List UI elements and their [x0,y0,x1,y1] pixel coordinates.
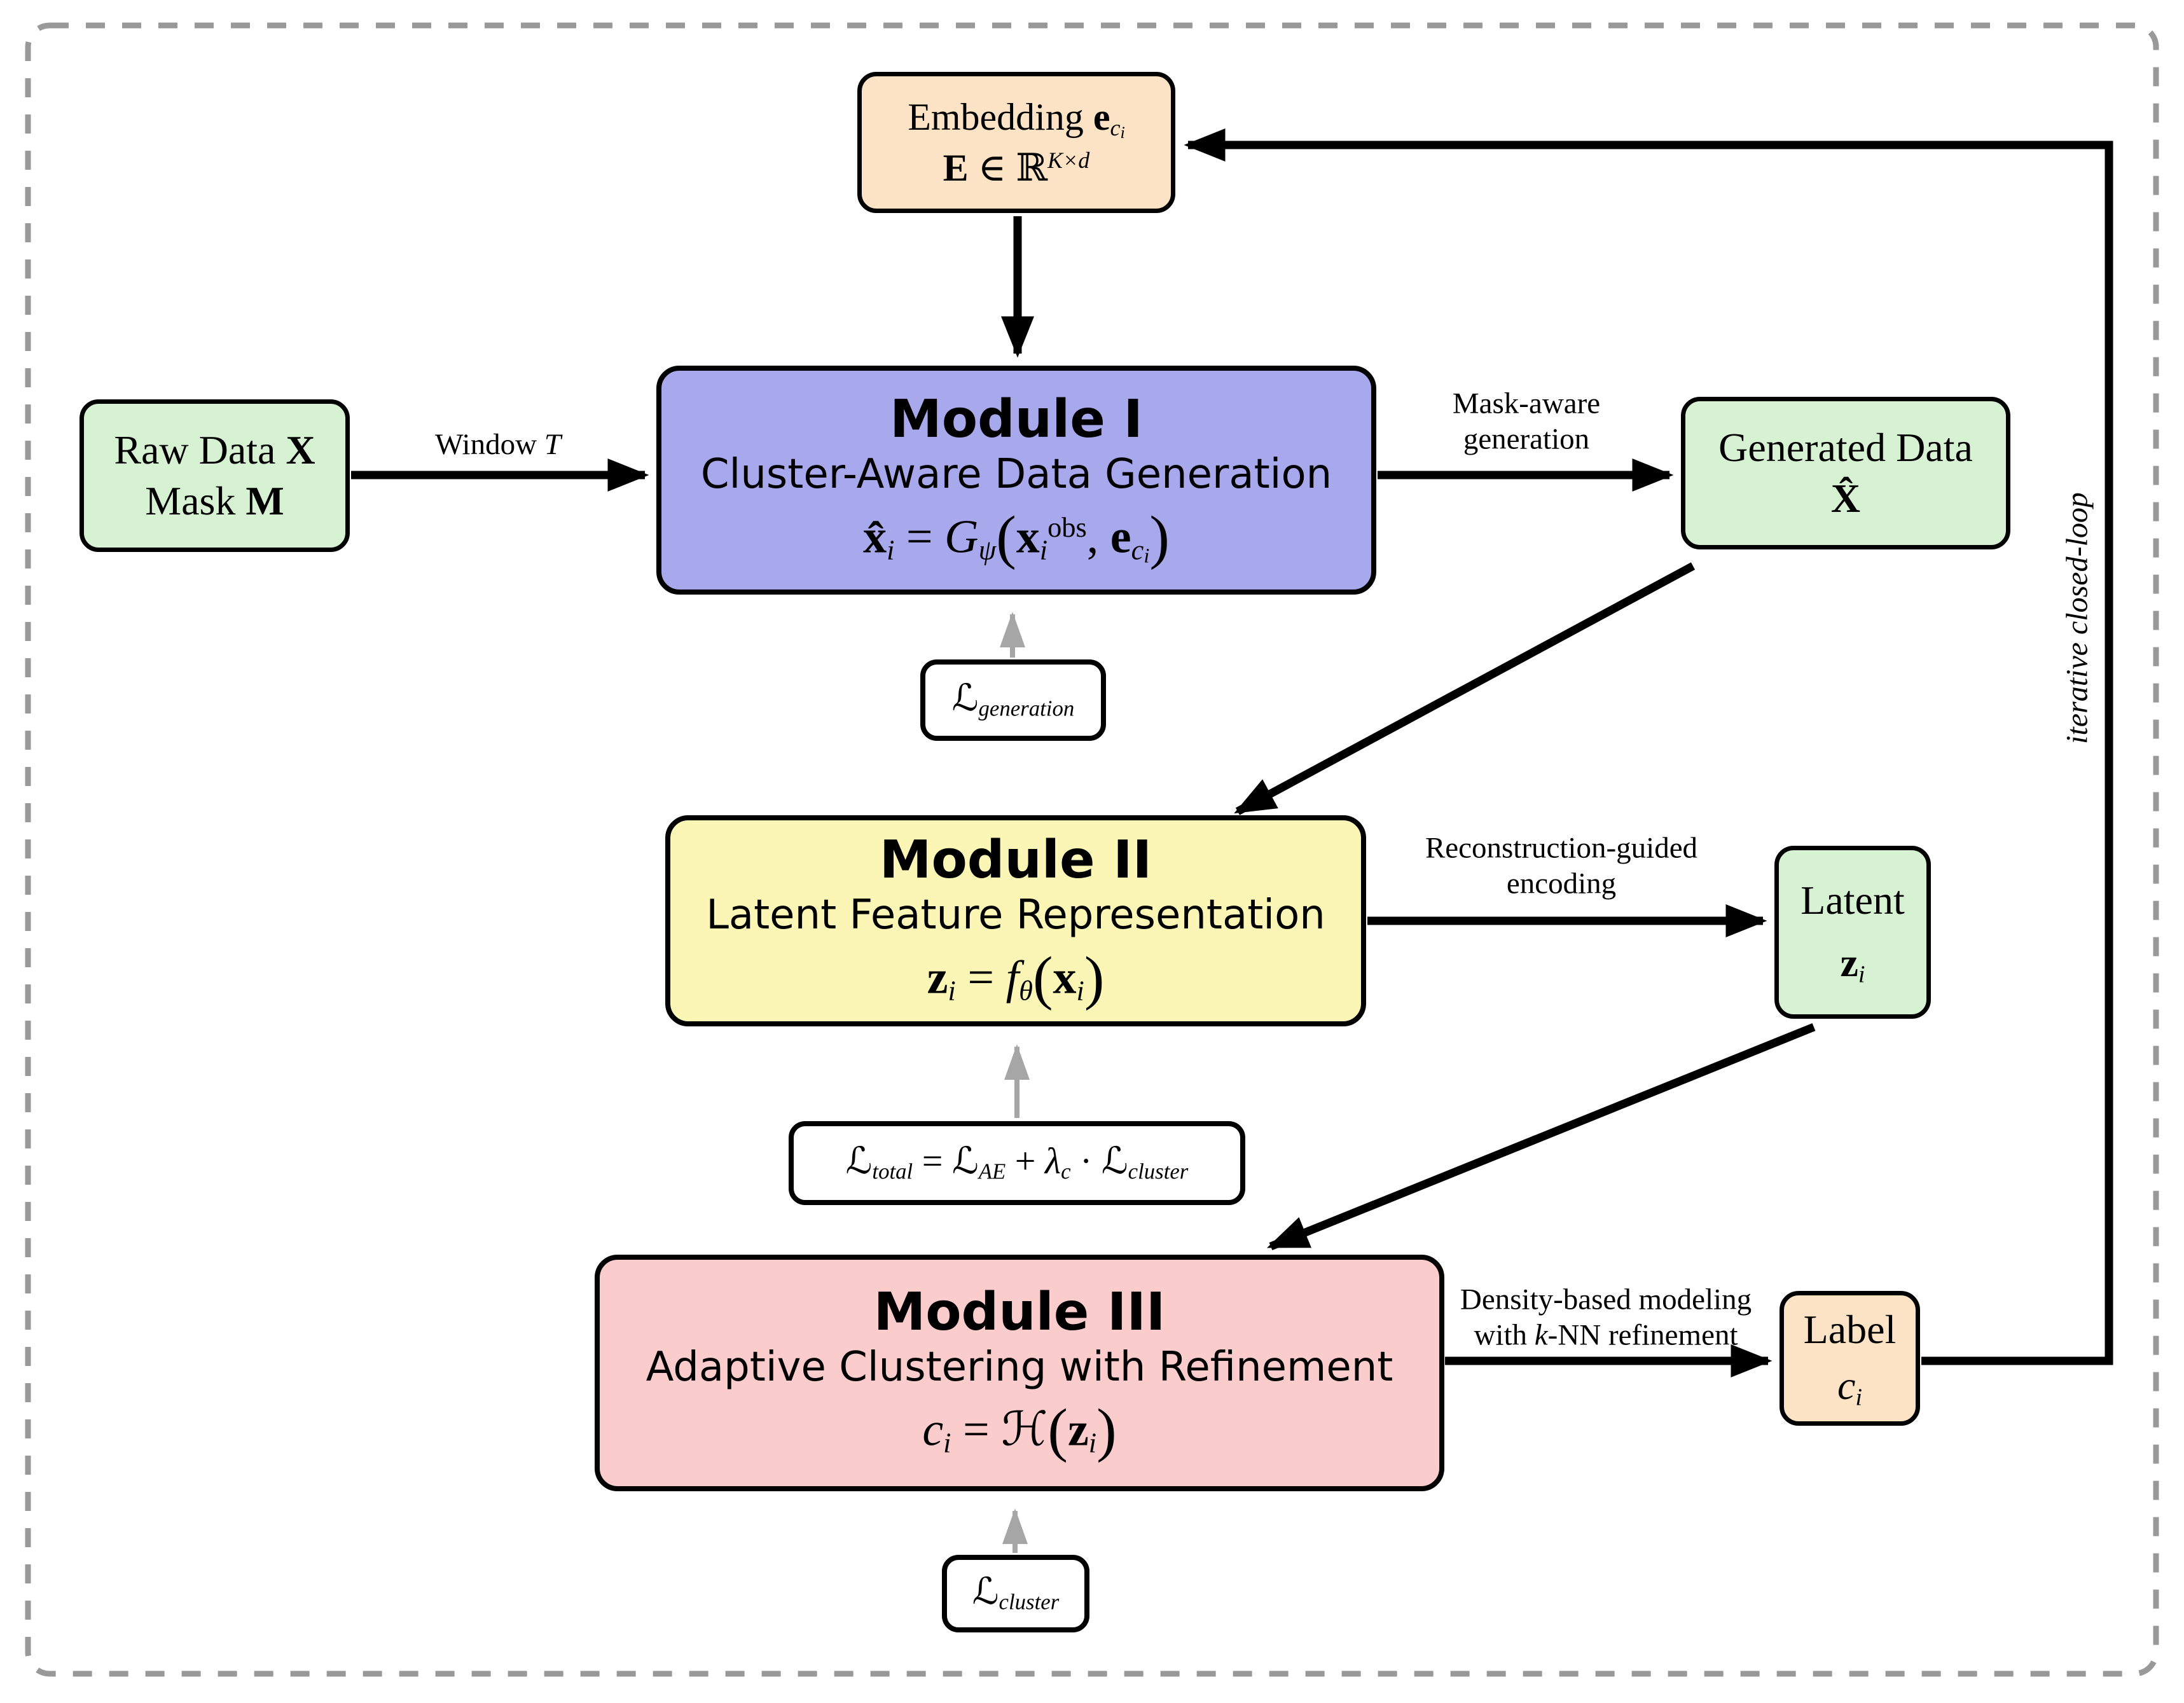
latent-box: Latent zi [1774,846,1931,1019]
arrow-generated-to-module2 [1234,562,1696,815]
latent-line2: zi [1840,939,1865,988]
module1-subtitle: Cluster-Aware Data Generation [700,451,1332,499]
edge-label-iterative-closed-loop: iterative closed-loop [2060,492,2094,744]
edge-label-mask-aware-line1: Mask-aware [1452,387,1601,420]
module3-formula: ci = ℋ(zi) [922,1397,1117,1464]
edge-label-reconstruction-line2: encoding [1506,867,1617,900]
generated-data-box: Generated Data X̂ [1681,397,2010,549]
loss-generation-box: ℒgeneration [920,659,1106,741]
label-box: Label ci [1780,1291,1920,1426]
edge-label-reconstruction-line1: Reconstruction-guided [1425,831,1698,865]
arrow-feedback-loop [1184,128,2113,1365]
generated-data-line2: X̂ [1830,476,1861,521]
module1-box: Module I Cluster-Aware Data Generation x… [656,366,1376,595]
raw-data-line2: Mask M [145,478,284,523]
edge-label-reconstruction: Reconstruction-guided encoding [1425,831,1697,902]
module2-box: Module II Latent Feature Representation … [665,815,1366,1026]
raw-data-box: Raw Data X Mask M [79,399,350,552]
edge-label-density: Density-based modeling with k-NN refinem… [1460,1282,1752,1354]
module1-formula: x̂i = Gψ(xiobs, eci) [863,504,1170,571]
module2-title: Module II [879,830,1152,890]
module2-subtitle: Latent Feature Representation [706,892,1325,939]
latent-line1: Latent [1800,877,1905,923]
edge-label-mask-aware: Mask-aware generation [1453,386,1600,458]
generated-data-line1: Generated Data [1718,425,1973,470]
embedding-line1: Embedding eci [908,95,1125,142]
edge-label-window: Window T [435,427,561,461]
label-line1: Label [1803,1306,1897,1352]
loss-total-formula: ℒtotal = ℒAE + λc · ℒcluster [845,1140,1189,1184]
module3-title: Module III [873,1282,1166,1342]
loss-generation-formula: ℒgeneration [951,677,1075,721]
loss-cluster-box: ℒcluster [942,1555,1089,1632]
embedding-box: Embedding eci E ∈ ℝK×d [857,72,1175,213]
arrow-latent-to-module3 [1266,1023,1816,1251]
dashed-frame [25,22,2159,1677]
module3-subtitle: Adaptive Clustering with Refinement [646,1344,1393,1391]
loss-total-box: ℒtotal = ℒAE + λc · ℒcluster [789,1121,1245,1205]
module2-formula: zi = fθ(xi) [927,945,1105,1012]
edge-label-density-line2: with k-NN refinement [1474,1319,1738,1352]
label-line2: ci [1837,1362,1863,1411]
module1-title: Module I [890,389,1143,450]
loss-cluster-formula: ℒcluster [972,1571,1060,1615]
module3-box: Module III Adaptive Clustering with Refi… [595,1255,1444,1491]
edge-label-density-line1: Density-based modeling [1460,1283,1752,1316]
edge-label-mask-aware-line2: generation [1463,423,1590,456]
embedding-line2: E ∈ ℝK×d [943,147,1090,190]
raw-data-line1: Raw Data X [114,427,315,472]
